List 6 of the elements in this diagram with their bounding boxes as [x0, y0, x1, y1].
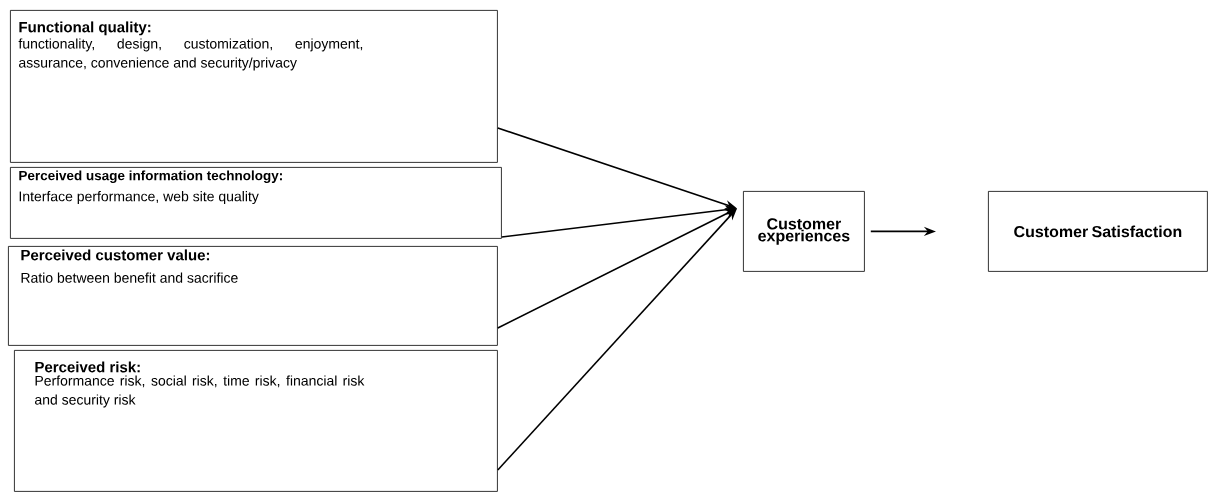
text-box: Perceived usage information technology: Interface performance, web site quality [10, 167, 502, 239]
process-box: Customer experiences [743, 191, 865, 272]
process-box: Customer Satisfaction [988, 191, 1208, 272]
text-box: Perceived risk: Performance risk, social risk, time risk, financial risk and security risk [14, 350, 498, 492]
text-box: Perceived customer value: Ratio between benefit and sacrifice [8, 246, 498, 346]
text-box: Functional quality: functionality, design, customization, enjoyment, assurance, convenience and security/privacy [10, 10, 498, 163]
